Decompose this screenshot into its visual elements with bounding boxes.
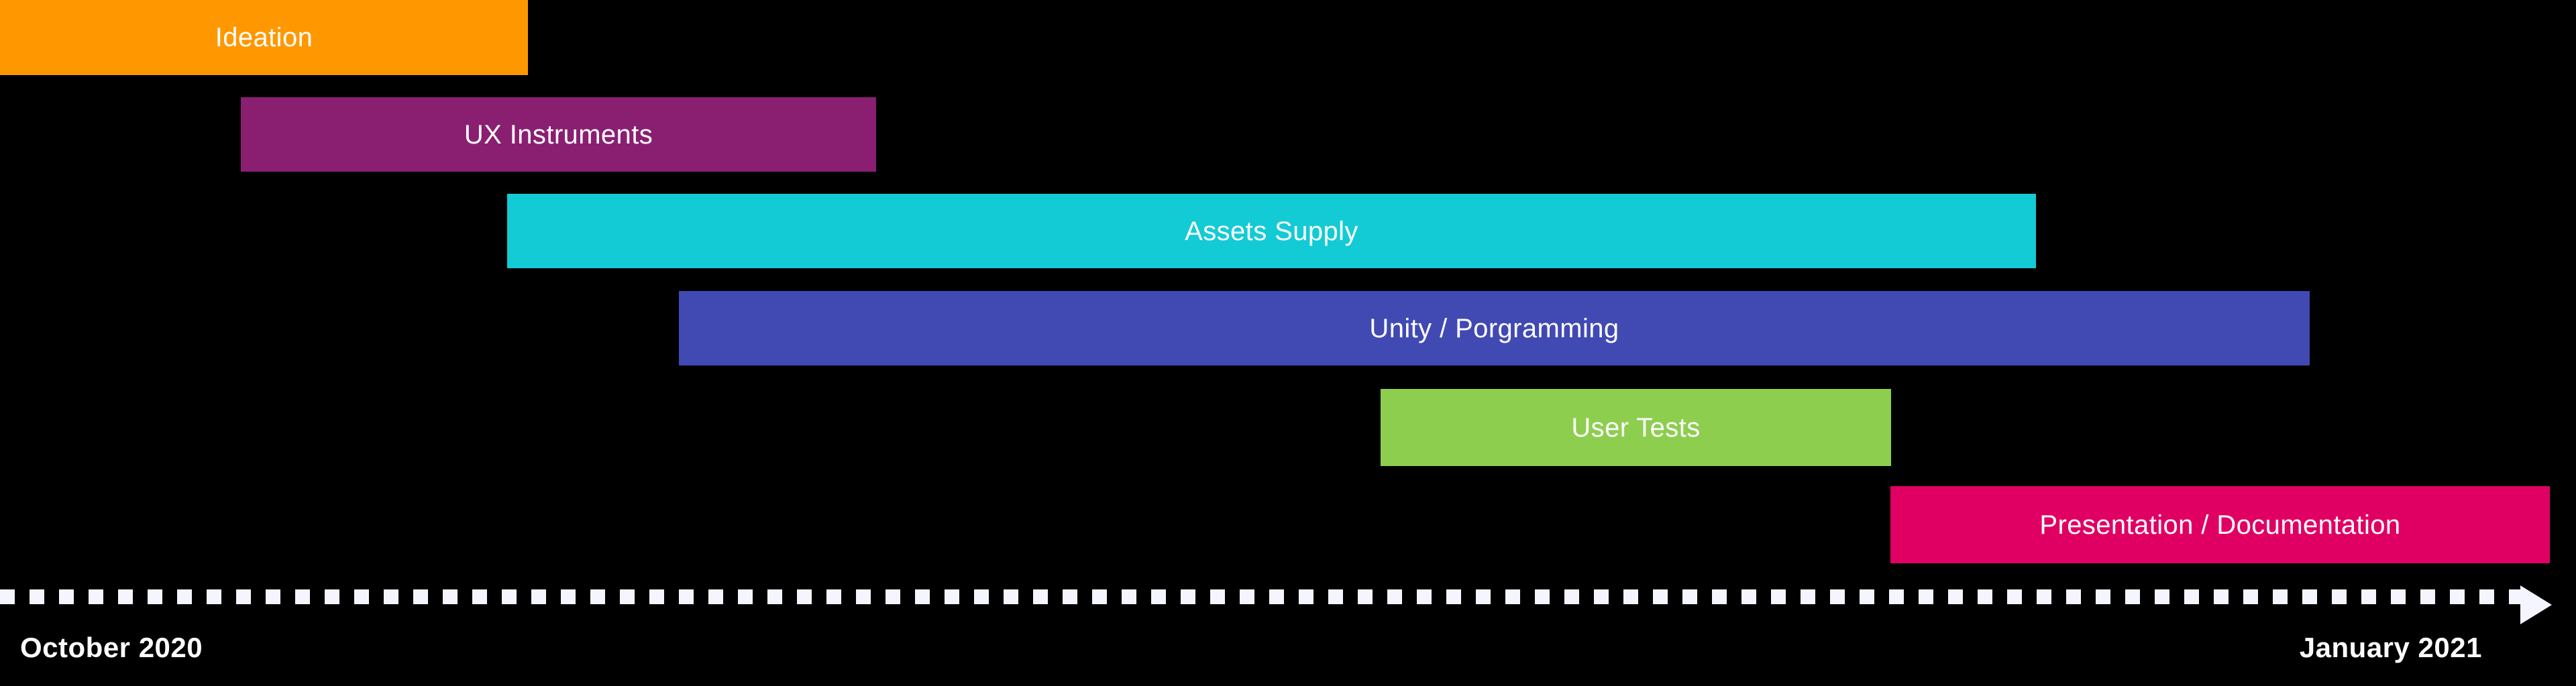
gantt-bar-label-unity-porgramming: Unity / Porgramming (1369, 313, 1619, 343)
gantt-bar-ideation[interactable]: Ideation (0, 0, 528, 75)
gantt-bar-ux-instruments[interactable]: UX Instruments (241, 97, 876, 172)
timeline-axis (0, 585, 2576, 624)
gantt-bar-label-user-tests: User Tests (1571, 412, 1701, 443)
gantt-bar-user-tests[interactable]: User Tests (1381, 389, 1891, 466)
arrow-right-icon (2520, 585, 2552, 624)
timeline-start-label: October 2020 (20, 632, 203, 663)
timeline-end-label: January 2021 (2299, 632, 2482, 663)
gantt-bar-unity-porgramming[interactable]: Unity / Porgramming (679, 291, 2310, 365)
gantt-bar-label-presentation-documentation: Presentation / Documentation (2039, 510, 2401, 540)
gantt-bar-assets-supply[interactable]: Assets Supply (507, 194, 2036, 268)
gantt-bar-label-ux-instruments: UX Instruments (464, 119, 653, 150)
gantt-bar-label-assets-supply: Assets Supply (1185, 216, 1358, 246)
gantt-bar-label-ideation: Ideation (215, 23, 313, 52)
timeline-dashed-line (0, 589, 2524, 604)
gantt-bar-presentation-documentation[interactable]: Presentation / Documentation (1890, 486, 2550, 563)
